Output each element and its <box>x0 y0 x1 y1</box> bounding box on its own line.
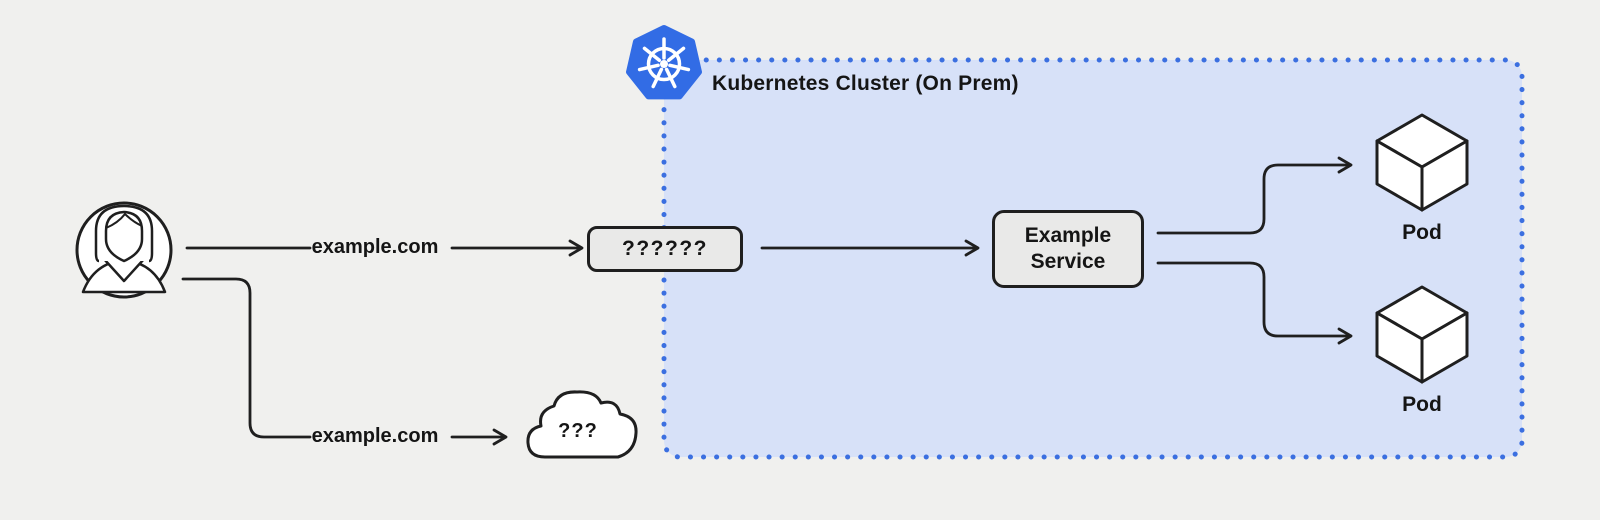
arrowhead-cloud <box>492 428 508 446</box>
connector-user-to-label-bottom <box>181 277 312 439</box>
pod-cube-top-icon <box>1375 113 1469 212</box>
arrowhead-service <box>964 239 980 257</box>
unknown-ingress-box: ?????? <box>587 226 743 272</box>
example-service-box: Example Service <box>992 210 1144 288</box>
pod-cube-bottom-icon <box>1375 285 1469 384</box>
arrowhead-pod-bottom <box>1337 327 1353 345</box>
unknown-cloud-label: ??? <box>558 420 598 442</box>
pod-label-bottom: Pod <box>1402 393 1442 416</box>
kubernetes-logo-icon <box>626 25 702 100</box>
arrowhead-pod-top <box>1337 156 1353 174</box>
route-label-bottom: example.com <box>311 425 439 447</box>
arrowhead-unknown <box>568 239 584 257</box>
connector-service-to-pod-bottom <box>1156 261 1352 338</box>
cluster-title: Kubernetes Cluster (On Prem) <box>712 72 1019 95</box>
cloud-icon <box>526 390 638 459</box>
pod-label-top: Pod <box>1402 221 1442 244</box>
connector-service-to-pod-top <box>1156 163 1352 235</box>
route-label-top: example.com <box>311 236 439 258</box>
user-avatar-icon <box>75 201 173 299</box>
